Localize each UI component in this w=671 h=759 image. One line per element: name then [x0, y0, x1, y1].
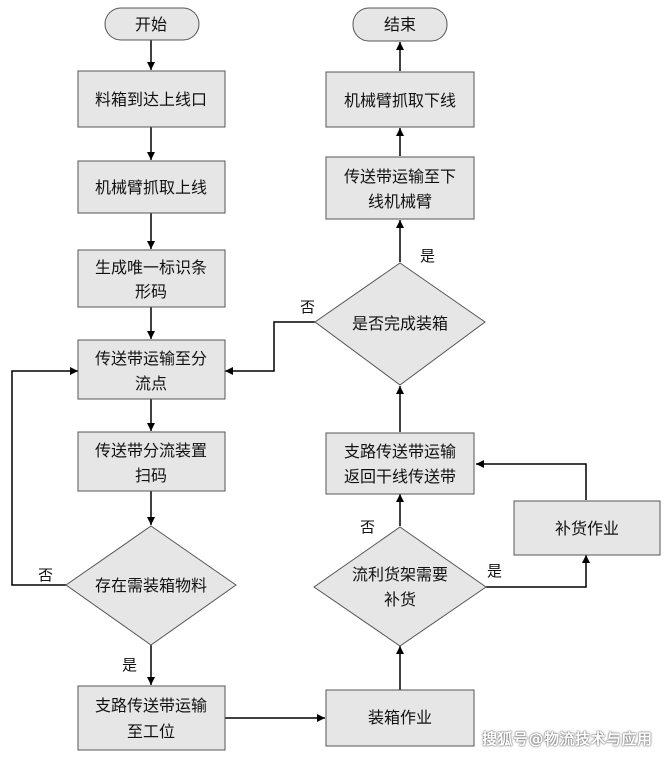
divert-scan-label-line1: 传送带分流装置 [95, 441, 207, 460]
generate-barcode-label-line2: 形码 [135, 282, 167, 301]
edge-n8-n9 [476, 460, 587, 500]
packing-done-yes-label: 是 [420, 247, 435, 265]
end-label: 结束 [384, 15, 416, 34]
bin-arrival-label: 料箱到达上线口 [95, 90, 207, 109]
process-box-convey-to-exit [325, 156, 475, 220]
restock-no-label: 否 [360, 518, 375, 536]
decision-diamond-restock [313, 526, 487, 647]
needs-packing-no-label: 否 [38, 566, 53, 584]
restock-yes-label: 是 [487, 562, 502, 580]
packing-label: 装箱作业 [368, 708, 432, 727]
packing-done-label: 是否完成装箱 [352, 314, 448, 333]
packing-done-no-label: 否 [300, 298, 315, 316]
process-box-generate-barcode [77, 249, 226, 308]
needs-packing-yes-label: 是 [122, 656, 137, 674]
end-terminal [352, 7, 448, 42]
edge-d1-no-loop [11, 367, 78, 586]
edge-d3-no [225, 321, 315, 375]
process-box-divert-scan [77, 431, 226, 492]
arm-pick-down-label: 机械臂抓取下线 [344, 91, 456, 110]
watermark: 搜狐号@物流技术与应用 [482, 730, 653, 748]
decision-diamond-packing-done [314, 262, 486, 386]
convey-to-exit-label-line2: 线机械臂 [368, 192, 432, 211]
process-box-packing [325, 689, 475, 747]
process-box-branch-to-station [77, 685, 226, 751]
generate-barcode-label-line1: 生成唯一标识条 [95, 258, 207, 277]
restock-decision-label-line2: 补货 [384, 590, 416, 609]
restock-label: 补货作业 [555, 519, 619, 538]
convey-to-divert-label-line2: 流点 [135, 374, 167, 393]
branch-return-label-line1: 支路传送带运输 [344, 442, 456, 461]
decision-diamond-needs-packing [65, 525, 237, 646]
needs-packing-label: 存在需装箱物料 [95, 576, 207, 595]
branch-return-label-line2: 返回干线传送带 [344, 467, 456, 486]
process-box-bin-arrival [77, 70, 226, 128]
divert-scan-label-line2: 扫码 [135, 466, 167, 485]
process-box-restock [513, 500, 661, 556]
start-terminal [104, 7, 200, 41]
process-box-convey-to-divert [77, 339, 226, 400]
branch-to-station-label-line2: 至工位 [127, 722, 175, 741]
branch-to-station-label-line1: 支路传送带运输 [95, 696, 207, 715]
process-box-arm-pick-down [325, 71, 475, 128]
arm-pick-up-label: 机械臂抓取上线 [95, 178, 207, 197]
start-label: 开始 [135, 15, 167, 34]
edges [11, 40, 590, 722]
edge-d2-yes [486, 555, 590, 588]
convey-to-divert-label-line1: 传送带运输至分 [95, 349, 207, 368]
process-box-arm-pick-up [77, 160, 226, 214]
process-box-branch-return [325, 432, 475, 495]
convey-to-exit-label-line1: 传送带运输至下 [344, 167, 456, 186]
restock-decision-label-line1: 流利货架需要 [352, 565, 448, 584]
